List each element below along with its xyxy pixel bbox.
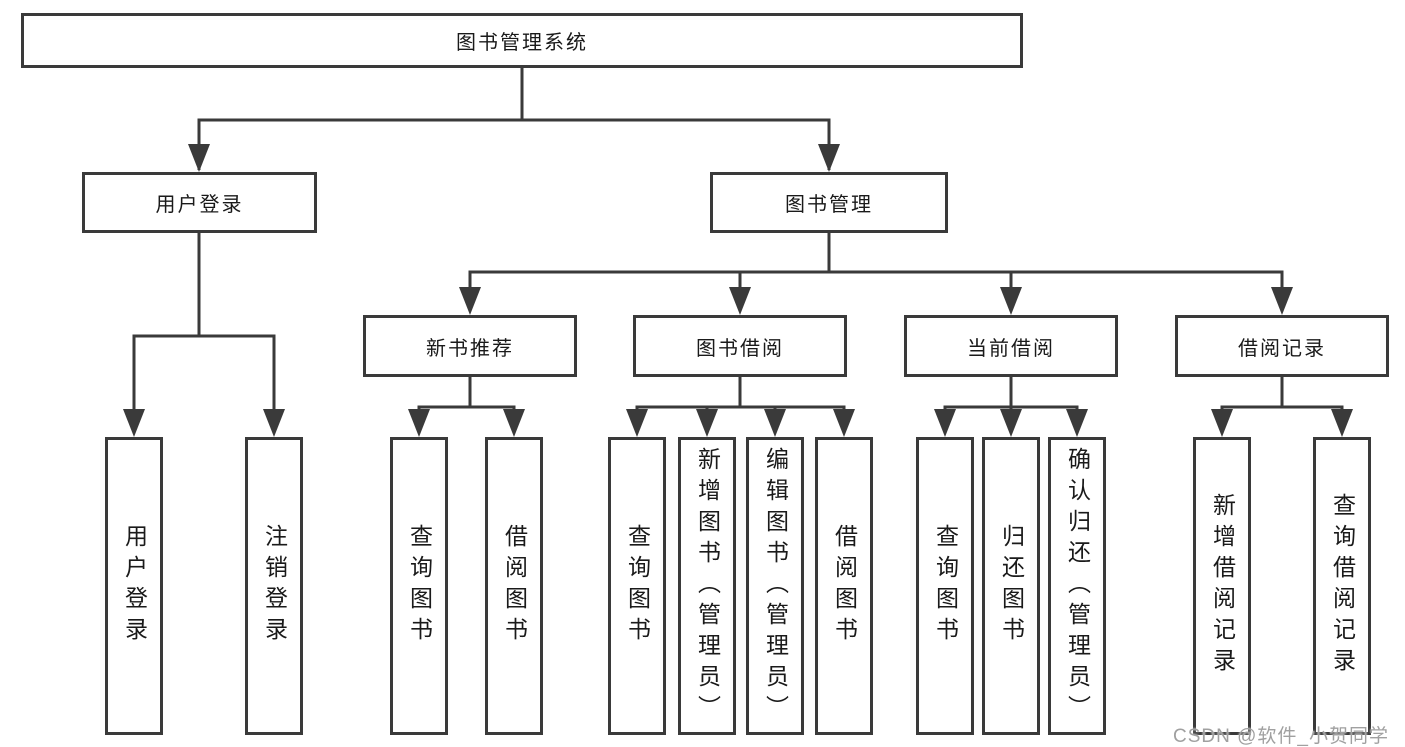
leaf-label: 查询图书	[624, 524, 651, 648]
node-new-book-recommend: 新书推荐	[363, 315, 577, 377]
arrowhead	[1000, 287, 1022, 315]
arrowhead	[263, 409, 285, 437]
arrowhead	[1211, 409, 1233, 437]
connector-bookmgmt-to-level3	[468, 233, 1284, 311]
arrowhead	[123, 409, 145, 437]
arrowheads	[123, 144, 1353, 437]
leaf-label: 确认归还（管理员）	[1064, 446, 1091, 726]
leaf-query-books-recommend: 查询图书	[390, 437, 448, 735]
leaf-logout: 注销登录	[245, 437, 303, 735]
leaf-label: 查询图书	[932, 524, 959, 648]
node-root-label: 图书管理系统	[456, 32, 588, 54]
connector-records-to-leaves	[1220, 377, 1344, 433]
leaf-label: 归还图书	[998, 524, 1025, 648]
csdn-watermark: CSDN @软件_小贺同学	[1173, 726, 1389, 747]
leaf-edit-book-admin: 编辑图书（管理员）	[746, 437, 804, 735]
leaf-add-borrow-record: 新增借阅记录	[1193, 437, 1251, 735]
node-user-login: 用户登录	[82, 172, 317, 233]
node-root: 图书管理系统	[21, 13, 1023, 68]
node-book-borrowing: 图书借阅	[633, 315, 847, 377]
node-current-borrowing: 当前借阅	[904, 315, 1118, 377]
leaf-label: 查询图书	[406, 524, 433, 648]
leaf-label: 用户登录	[121, 524, 148, 648]
leaf-query-borrow-record: 查询借阅记录	[1313, 437, 1371, 735]
leaf-label: 借阅图书	[501, 524, 528, 648]
leaf-label: 借阅图书	[831, 524, 858, 648]
arrowhead	[626, 409, 648, 437]
leaf-label: 新增图书（管理员）	[694, 446, 721, 726]
arrowhead	[1271, 287, 1293, 315]
node-book-management: 图书管理	[710, 172, 948, 233]
leaf-user-login: 用户登录	[105, 437, 163, 735]
leaf-borrow-books-recommend: 借阅图书	[485, 437, 543, 735]
leaf-add-book-admin: 新增图书（管理员）	[678, 437, 736, 735]
node-label: 当前借阅	[967, 337, 1055, 360]
leaf-label: 查询借阅记录	[1329, 493, 1356, 679]
arrowhead	[729, 287, 751, 315]
connector-root-to-level2-lines	[197, 68, 831, 170]
node-label: 借阅记录	[1238, 337, 1326, 360]
leaf-query-books-borrowing: 查询图书	[608, 437, 666, 735]
leaf-confirm-return-admin: 确认归还（管理员）	[1048, 437, 1106, 735]
arrowhead	[459, 287, 481, 315]
leaf-label: 新增借阅记录	[1209, 493, 1236, 679]
connector-userlogin-to-leaves	[132, 233, 276, 433]
arrowhead	[1066, 409, 1088, 437]
arrowhead	[1331, 409, 1353, 437]
arrowhead	[1000, 409, 1022, 437]
leaf-label: 注销登录	[261, 524, 288, 648]
arrowhead	[764, 409, 786, 437]
node-label: 新书推荐	[426, 337, 514, 360]
connector-borrow-to-leaves	[635, 377, 846, 433]
connector-newbook-to-leaves	[417, 377, 516, 433]
arrowhead	[696, 409, 718, 437]
node-label: 图书管理	[785, 194, 873, 216]
leaf-label: 编辑图书（管理员）	[762, 446, 789, 726]
arrowhead	[934, 409, 956, 437]
arrowhead	[408, 409, 430, 437]
leaf-borrow-books: 借阅图书	[815, 437, 873, 735]
node-borrowing-records: 借阅记录	[1175, 315, 1389, 377]
node-label: 用户登录	[155, 194, 244, 216]
arrowhead	[503, 409, 525, 437]
arrowhead	[833, 409, 855, 437]
node-label: 图书借阅	[696, 337, 784, 360]
leaf-return-books: 归还图书	[982, 437, 1040, 735]
arrowhead	[818, 144, 840, 172]
arrowhead	[188, 144, 210, 172]
leaf-query-books-current: 查询图书	[916, 437, 974, 735]
